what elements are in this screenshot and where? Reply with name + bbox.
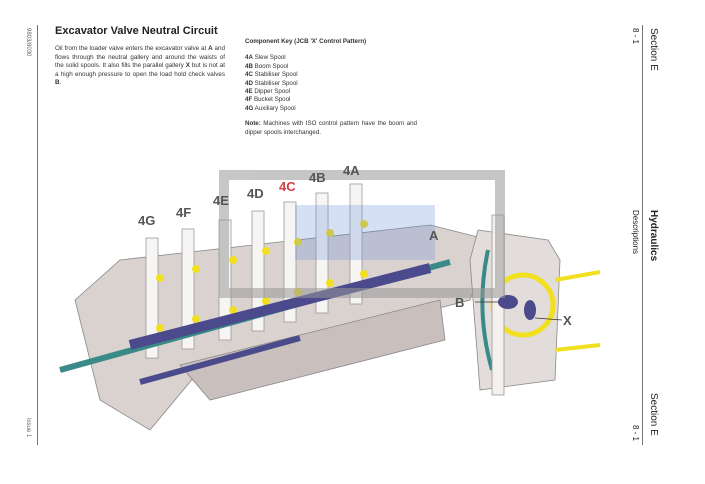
oil-marker	[156, 324, 164, 332]
oil-marker	[360, 270, 368, 278]
component-key-item: 4G Auxiliary Spool	[245, 104, 296, 112]
left-rule	[37, 25, 38, 445]
oil-marker	[294, 238, 302, 246]
component-key-item: 4F Bucket Spool	[245, 96, 291, 104]
oil-marker	[156, 274, 164, 282]
oil-marker	[229, 256, 237, 264]
label-4b: 4B	[309, 170, 326, 185]
component-key-item: 4A Slew Spool	[245, 54, 286, 62]
end-section-view	[469, 214, 601, 396]
label-4g: 4G	[138, 213, 155, 228]
oil-marker	[326, 279, 334, 287]
spool	[145, 237, 159, 359]
neutral-gallery	[59, 259, 451, 385]
oil-marker	[326, 229, 334, 237]
component-key-item: 4C Stabiliser Spool	[245, 71, 298, 79]
label-x: X	[563, 313, 572, 328]
component-key-item: 4D Stabiliser Spool	[245, 79, 298, 87]
component-key: Component Key (JCB 'X' Control Pattern) …	[245, 38, 417, 137]
spool	[315, 192, 329, 314]
label-4f: 4F	[176, 205, 191, 220]
watermark-frame	[219, 170, 505, 298]
oil-marker	[229, 306, 237, 314]
oil-marker	[262, 297, 270, 305]
label-4e: 4E	[213, 193, 229, 208]
intro-paragraph: Oil from the loader valve enters the exc…	[55, 45, 225, 87]
component-key-title: Component Key (JCB 'X' Control Pattern)	[245, 38, 367, 45]
spool	[349, 183, 363, 305]
oil-marker	[192, 265, 200, 273]
right-rule	[642, 25, 643, 445]
component-key-item: 4B Boom Spool	[245, 62, 289, 70]
label-4d: 4D	[247, 186, 264, 201]
label-a: A	[429, 228, 439, 243]
oil-marker	[262, 247, 270, 255]
component-key-item: 4E Dipper Spool	[245, 88, 291, 96]
component-key-note: Note: Machines with ISO control pattern …	[245, 120, 417, 136]
label-b: B	[455, 295, 464, 310]
spool	[181, 228, 195, 350]
oil-marker	[360, 220, 368, 228]
label-4c: 4C	[279, 179, 296, 194]
page-title: Excavator Valve Neutral Circuit	[55, 25, 218, 37]
spool	[251, 210, 265, 332]
label-4a: 4A	[343, 163, 360, 178]
oil-marker	[192, 315, 200, 323]
